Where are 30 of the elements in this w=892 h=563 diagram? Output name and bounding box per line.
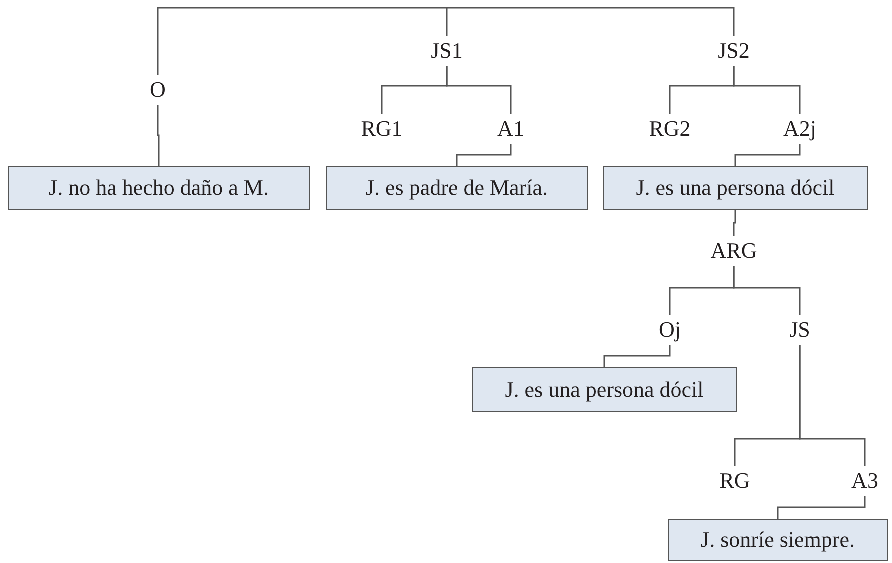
node-label: RG2 xyxy=(649,118,691,140)
tree-branch-line xyxy=(604,345,671,367)
node-label: JS2 xyxy=(718,40,750,62)
tree-branch-line xyxy=(157,105,160,166)
tree-branch-line xyxy=(447,7,735,36)
tree-branch-line xyxy=(733,210,736,236)
tree-branch-line xyxy=(456,144,512,166)
tree-branch-line xyxy=(799,345,866,466)
proposition-box: J. no ha hecho daño a M. xyxy=(8,166,310,210)
node-label: JS1 xyxy=(431,40,463,62)
tree-branch-line xyxy=(777,496,866,519)
proposition-box: J. es una persona dócil xyxy=(472,367,737,412)
proposition-box: J. es padre de María. xyxy=(326,166,588,210)
node-label: Oj xyxy=(659,319,681,341)
node-label: JS xyxy=(790,319,810,341)
tree-branch-line xyxy=(157,7,447,75)
node-label: O xyxy=(150,79,166,101)
proposition-box: J. es una persona dócil xyxy=(603,166,868,210)
node-label: A2j xyxy=(784,118,816,140)
node-label: A3 xyxy=(852,470,878,492)
proposition-box: J. sonríe siempre. xyxy=(668,519,888,561)
tree-branch-line xyxy=(733,66,801,114)
tree-branch-line xyxy=(733,266,801,315)
tree-branch-line xyxy=(734,144,801,166)
node-label: A1 xyxy=(498,118,524,140)
node-label: ARG xyxy=(710,240,758,262)
node-label: RG xyxy=(720,470,750,492)
tree-branch-line xyxy=(446,66,512,114)
tree-branch-line xyxy=(446,7,448,36)
node-label: RG1 xyxy=(361,118,403,140)
